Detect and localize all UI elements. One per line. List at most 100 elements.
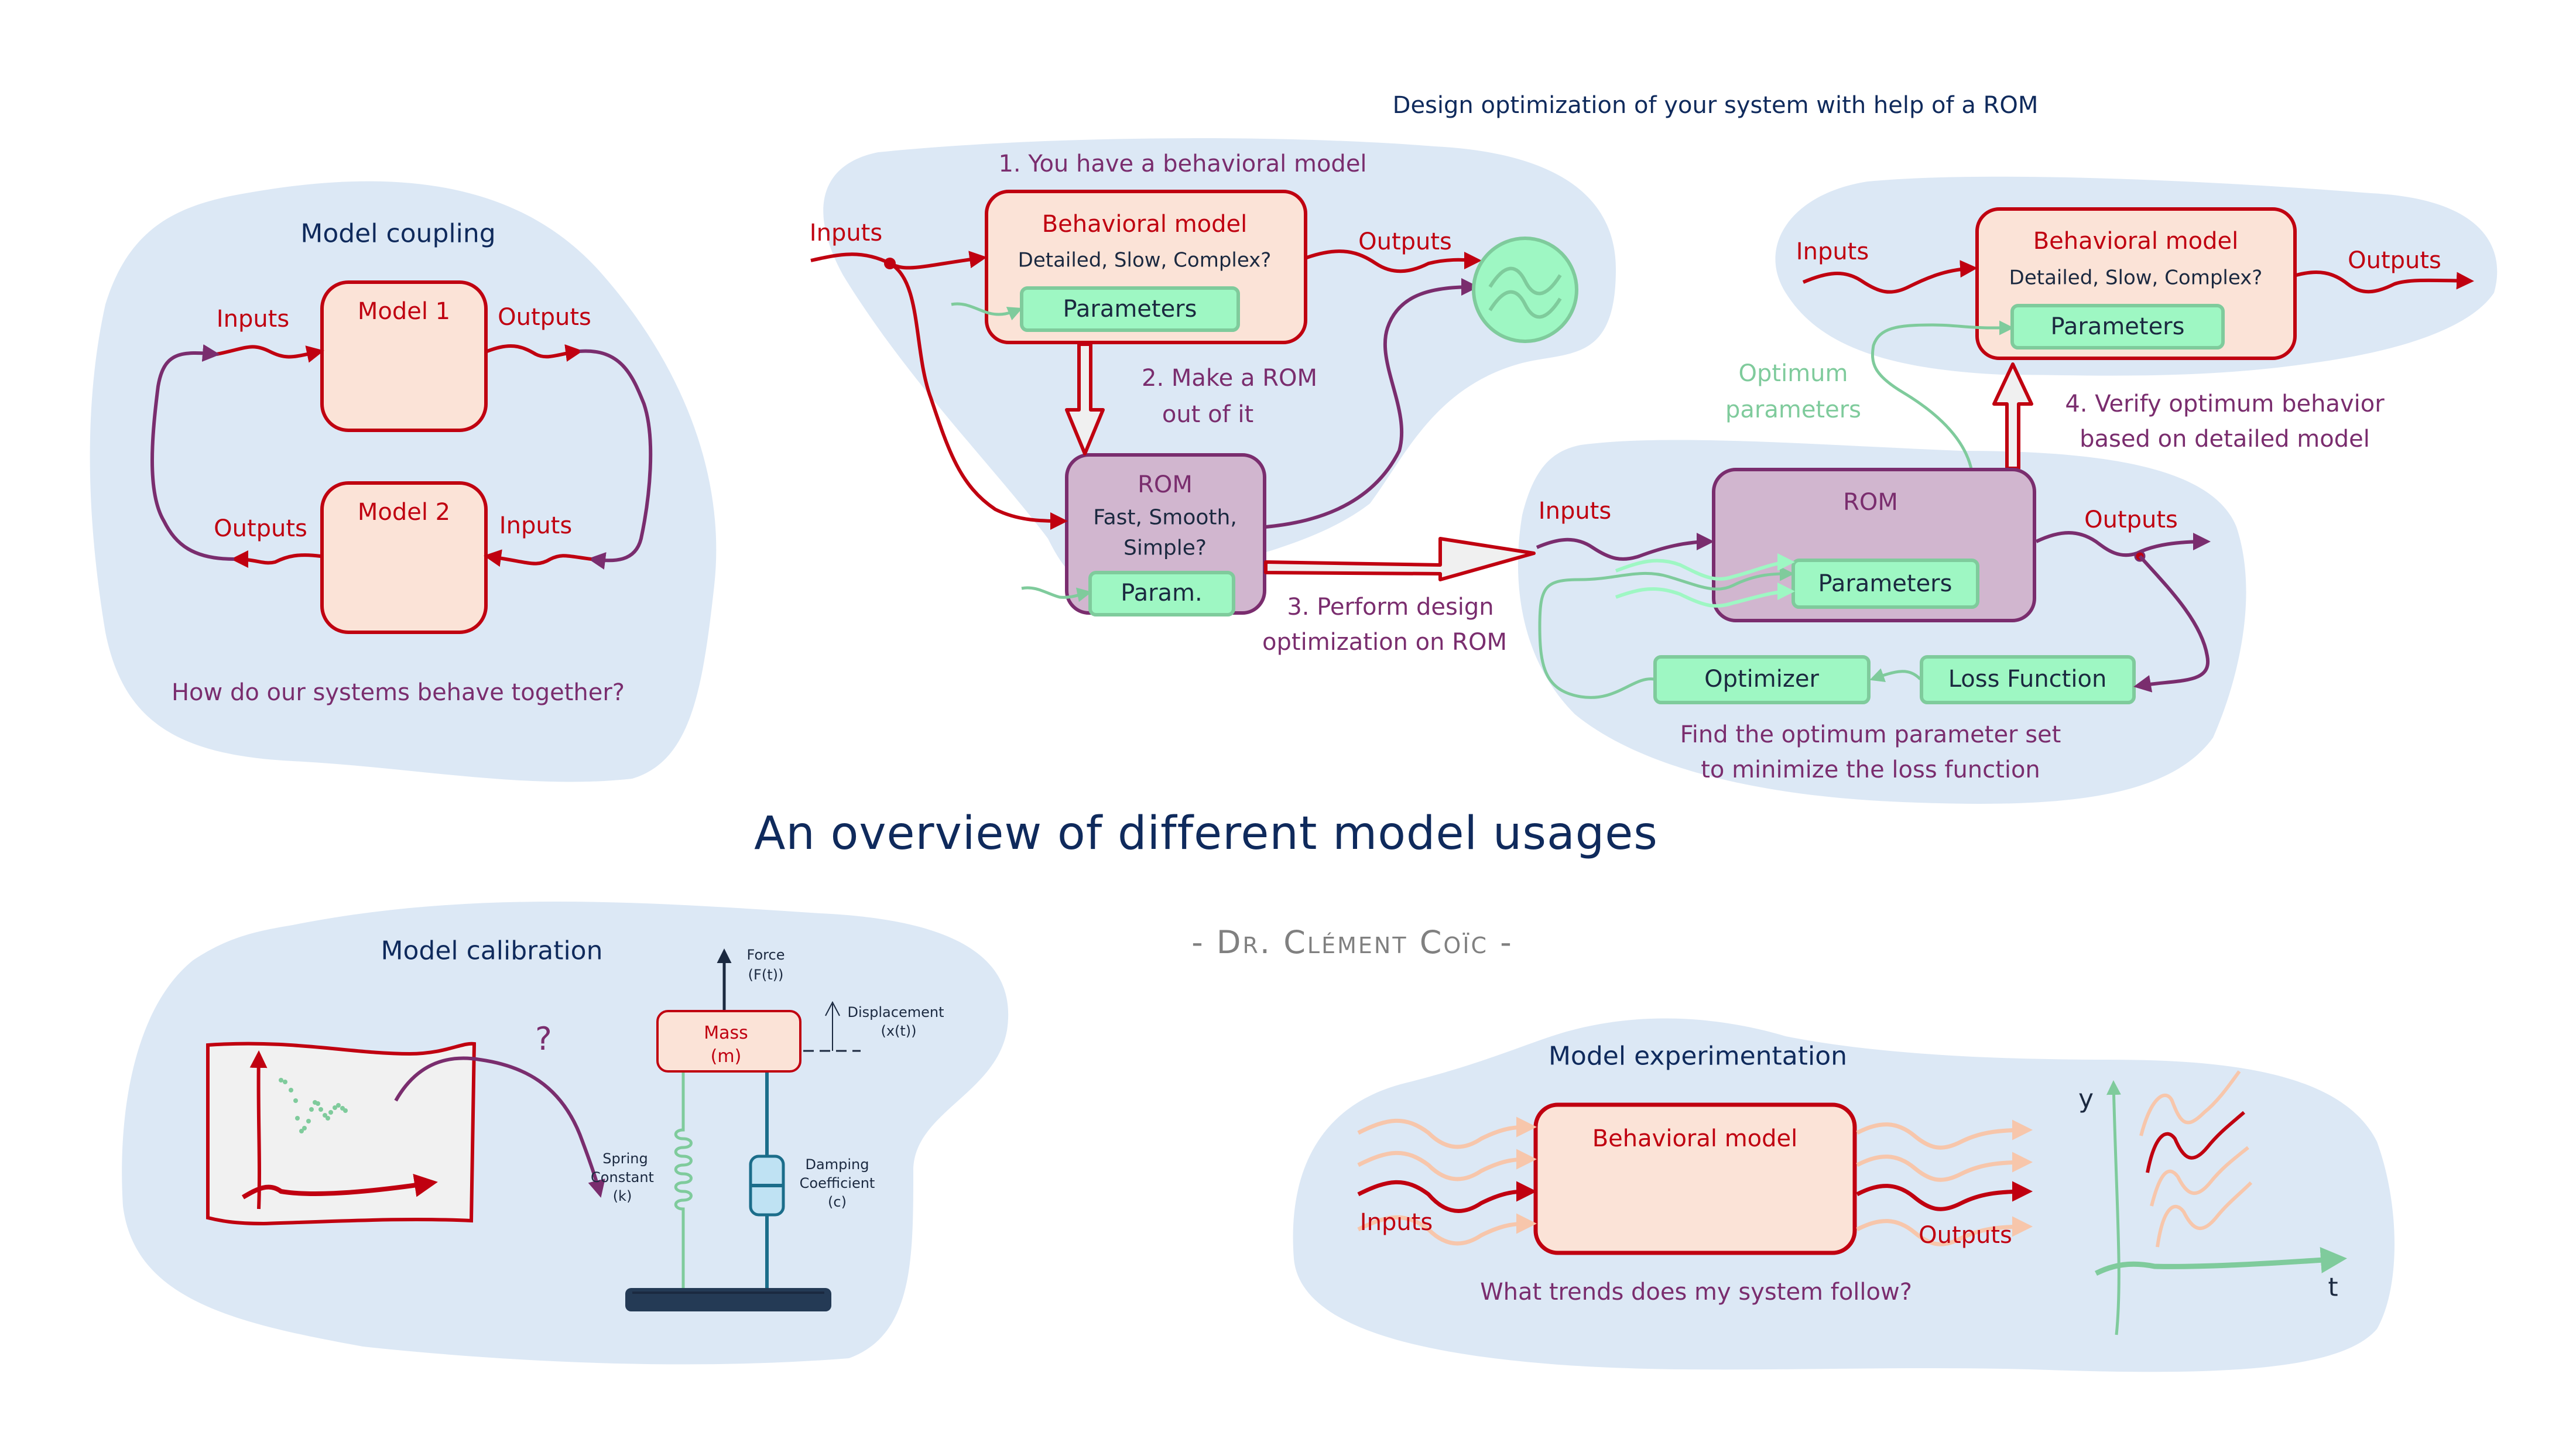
trend-y-axis (2106, 1080, 2121, 1335)
calibration-title: Model calibration (381, 936, 603, 966)
coupling-loop-right (579, 349, 653, 570)
mass-label-line2: (m) (710, 1046, 742, 1067)
wave-icon-upper (1488, 266, 1562, 296)
damping-label-line1: Damping (805, 1156, 869, 1173)
verify-model-subtitle: Detailed, Slow, Complex? (2009, 266, 2263, 290)
experimentation-question: What trends does my system follow? (1480, 1279, 1912, 1306)
behavioral-params-label: Parameters (1063, 296, 1197, 323)
behavioral-model-title: Behavioral model (1042, 211, 1248, 238)
step4-line2: based on detailed model (2080, 426, 2370, 453)
coupling-input-arrow (216, 345, 324, 363)
spring-label-line1: Spring (602, 1150, 648, 1167)
trend-x-axis (2094, 1246, 2347, 1276)
optimum-line1: Optimum (1738, 360, 1848, 387)
opt-params-label: Parameters (1818, 570, 1952, 597)
verify-inputs-arrow (1802, 260, 1978, 294)
force-label-line1: Force (746, 947, 785, 964)
measurement-paper (206, 1042, 477, 1226)
step3-line1: 3. Perform design (1287, 594, 1494, 621)
opt-outputs-arrow (2035, 531, 2211, 557)
experiment-output-arrows (1856, 1119, 2033, 1246)
mass-label-line1: Mass (704, 1022, 748, 1043)
step2-line2: out of it (1162, 401, 1254, 428)
perform-optimization-hollow-arrow (1264, 537, 1536, 581)
mass-box (656, 1010, 801, 1073)
rom-subtitle-line2: Simple? (1123, 536, 1207, 560)
wave-icon-lower (1488, 290, 1562, 319)
behavioral-model-subtitle: Detailed, Slow, Complex? (1018, 248, 1272, 272)
author: - Dr. Clément Coïc - (1191, 923, 1513, 961)
design-title: Design optimization of your system with … (1392, 92, 2039, 119)
rom-subtitle-line1: Fast, Smooth, (1093, 505, 1237, 530)
coupling-title: Model coupling (300, 218, 496, 249)
model1-label: Model 1 (357, 298, 451, 325)
rom-title: ROM (1138, 471, 1193, 498)
rom-output-arrow (1265, 278, 1479, 529)
coupling-inputs-top: Inputs (216, 306, 290, 333)
verify-hollow-arrow (1992, 362, 2033, 470)
optimum-line2: parameters (1725, 396, 1862, 423)
optimizer-box (1653, 655, 1871, 704)
trend-curves (2139, 1070, 2253, 1248)
verify-outputs-arrow (2296, 270, 2474, 294)
experiment-input-arrows (1357, 1116, 1537, 1246)
signal-comparison-circle (1472, 237, 1578, 343)
mid-rom-params-feed (1021, 586, 1092, 602)
coupling-output-arrow-bottom (231, 550, 321, 568)
step2-line1: 2. Make a ROM (1142, 365, 1317, 392)
opt-rom-title: ROM (1843, 489, 1898, 516)
coupling-output-arrow-top (486, 344, 583, 362)
loss-function-label: Loss Function (1948, 666, 2107, 693)
loss-to-optimizer-arrow (1869, 668, 1921, 683)
coupling-inputs-bottom: Inputs (499, 512, 573, 539)
rom-params-label: Param. (1121, 580, 1203, 607)
experimentation-outputs-label: Outputs (1919, 1222, 2012, 1249)
displacement-label-line1: Displacement (847, 1004, 944, 1021)
param-sample-arrow-1 (1615, 553, 1795, 581)
experimentation-model-label: Behavioral model (1592, 1125, 1798, 1152)
step3-line2: optimization on ROM (1262, 629, 1507, 656)
optimization-caption-line1: Find the optimum parameter set (1680, 721, 2061, 748)
mid-outputs-label: Outputs (1358, 228, 1452, 255)
damping-label-line3: (c) (828, 1194, 847, 1211)
verify-outputs-label: Outputs (2348, 247, 2441, 274)
question-mark: ? (535, 1020, 554, 1057)
coupling-input-arrow-bottom (484, 549, 592, 567)
opt-inputs-arrow (1536, 533, 1714, 561)
main-title: An overview of different model usages (754, 807, 1658, 861)
optimizer-label: Optimizer (1704, 666, 1819, 693)
mid-outputs-arrow (1306, 249, 1482, 273)
to-loss-arrow (2133, 554, 2210, 693)
experimentation-model-box (1533, 1102, 1857, 1255)
optimizer-feedback-loop (1538, 566, 1794, 699)
spring-label-line2: Constant (591, 1169, 654, 1186)
coupling-question: How do our systems behave together? (171, 679, 625, 706)
coupling-outputs-bottom: Outputs (214, 515, 307, 542)
spring-label-line3: (k) (612, 1188, 632, 1205)
paper-x-axis (241, 1173, 438, 1200)
param-sample-arrow-2 (1615, 583, 1795, 608)
verify-inputs-label: Inputs (1796, 238, 1869, 265)
mid-inputs-label: Inputs (809, 220, 883, 246)
displacement-label-line2: (x(t)) (881, 1023, 917, 1040)
make-rom-hollow-arrow (1065, 342, 1105, 455)
step1-label: 1. You have a behavioral model (998, 150, 1367, 177)
damping-label-line2: Coefficient (799, 1175, 875, 1192)
measured-data-points (279, 1078, 348, 1133)
force-label-line2: (F(t)) (748, 967, 784, 984)
displacement-arrow (825, 1001, 840, 1051)
t-axis-label: t (2328, 1272, 2338, 1303)
coupling-outputs-top: Outputs (498, 304, 591, 331)
opt-inputs-label: Inputs (1538, 498, 1612, 525)
calibration-arrow (394, 1056, 605, 1198)
coupling-loop-left (150, 344, 235, 561)
spring (674, 1073, 693, 1294)
step4-line1: 4. Verify optimum behavior (2065, 390, 2385, 417)
opt-outputs-label: Outputs (2084, 506, 2178, 533)
model2-label: Model 2 (357, 499, 451, 526)
verify-model-title: Behavioral model (2033, 228, 2239, 255)
optimization-caption-line2: to minimize the loss function (1701, 756, 2040, 783)
experimentation-inputs-label: Inputs (1359, 1209, 1433, 1236)
